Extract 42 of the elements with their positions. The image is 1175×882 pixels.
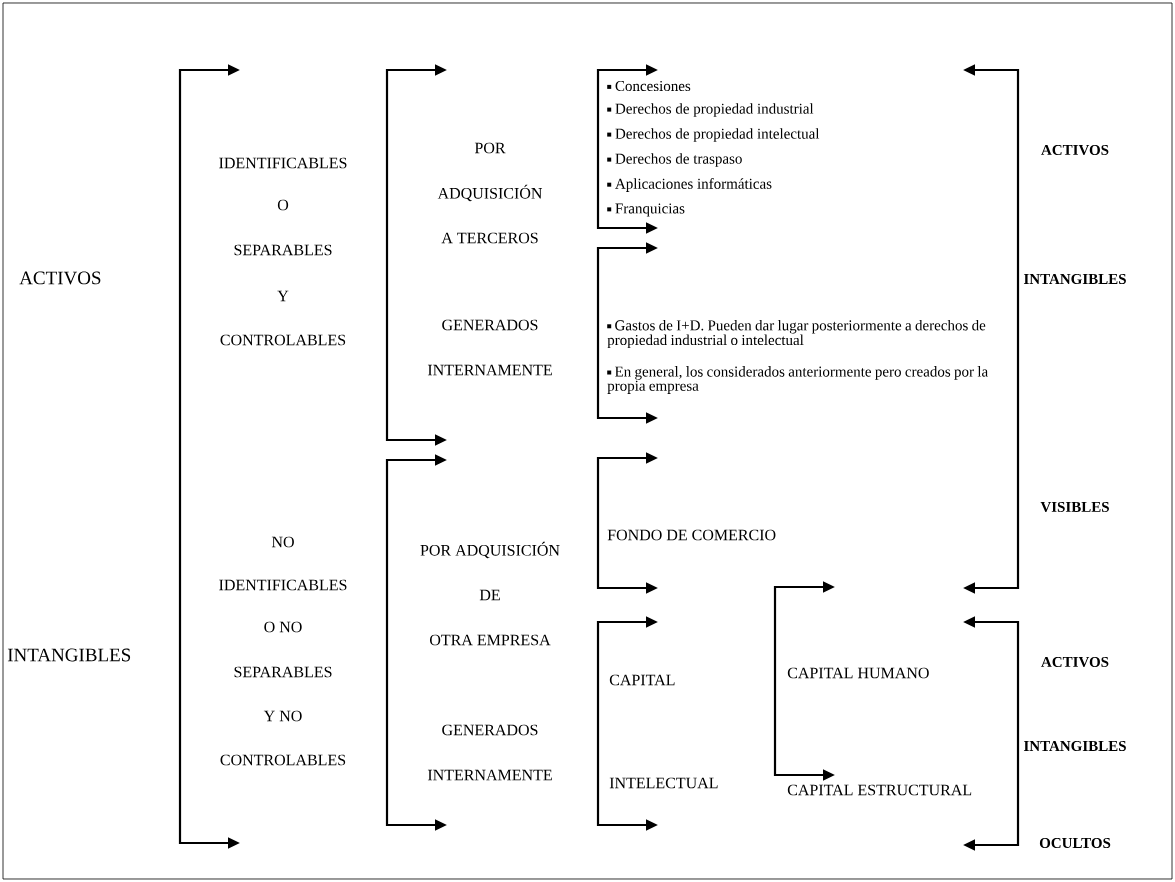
category-label: IDENTIFICABLES	[219, 579, 347, 591]
category-label: INTELECTUAL	[609, 777, 718, 789]
category-label: SEPARABLES	[234, 666, 332, 678]
category-label: POR ADQUISICIÓN	[420, 541, 560, 559]
side-label: ACTIVOS	[1041, 656, 1109, 668]
side-label: INTANGIBLES	[1023, 273, 1126, 285]
category-label: FONDO DE COMERCIO	[607, 529, 776, 541]
category-label: INTANGIBLES	[7, 648, 131, 662]
side-label: ACTIVOS	[1041, 144, 1109, 156]
side-label: OCULTOS	[1039, 837, 1111, 849]
category-label: OTRA EMPRESA	[430, 634, 551, 646]
side-label: INTANGIBLES	[1023, 740, 1126, 752]
category-label: GENERADOS	[442, 724, 538, 736]
list-item: Derechos de propiedad industrial	[607, 103, 814, 117]
list-item: Aplicaciones informáticas	[607, 178, 772, 192]
list-item: Franquicias	[607, 203, 685, 217]
category-label: DE	[479, 589, 500, 601]
list-item: Derechos de traspaso	[607, 153, 742, 167]
category-label: POR	[474, 142, 506, 154]
category-label: O NO	[264, 621, 302, 633]
category-label: ADQUISICIÓN	[437, 184, 543, 202]
category-label: IDENTIFICABLES	[219, 157, 347, 169]
category-label: Y	[277, 290, 289, 302]
category-label: O	[277, 199, 289, 211]
category-label: SEPARABLES	[234, 244, 332, 256]
category-label: GENERADOS	[442, 319, 538, 331]
category-label: CONTROLABLES	[220, 754, 346, 766]
category-label: A TERCEROS	[441, 232, 538, 244]
list-item: En general, los considerados anteriormente pero creados por la propia empresa	[607, 366, 988, 394]
side-label: VISIBLES	[1040, 501, 1109, 513]
category-label: CAPITAL ESTRUCTURAL	[787, 784, 972, 796]
list-item: Gastos de I+D. Pueden dar lugar posteriormente a derechos de propiedad industrial o intelectual	[607, 319, 986, 349]
list-item: Derechos de propiedad intelectual	[607, 128, 820, 142]
list-item: Concesiones	[607, 80, 691, 92]
category-label: Y NO	[263, 710, 302, 722]
category-label: INTERNAMENTE	[427, 769, 552, 781]
category-label: NO	[271, 536, 294, 548]
category-label: CONTROLABLES	[220, 334, 346, 346]
category-label: ACTIVOS	[19, 271, 101, 285]
category-label: CAPITAL HUMANO	[787, 667, 929, 679]
category-label: INTERNAMENTE	[427, 364, 552, 376]
category-label: CAPITAL	[609, 674, 675, 686]
